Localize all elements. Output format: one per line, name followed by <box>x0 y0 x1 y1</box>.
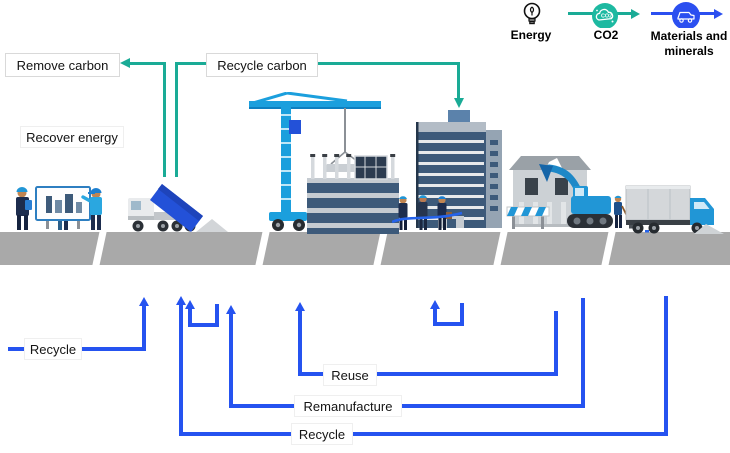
remove-carbon-label: Remove carbon <box>5 53 120 77</box>
reuse-rail <box>298 372 558 376</box>
recycle-carbon-arrowhead <box>453 98 464 108</box>
remanufacture-arrowhead <box>226 305 236 314</box>
remove-carbon-line <box>129 61 166 65</box>
haul-away-truck-illustration <box>614 185 724 234</box>
onsite-loop2-arrowhead <box>430 300 440 309</box>
onsite-loop1-riser <box>188 308 192 327</box>
demolition-scene-illustration <box>506 156 613 229</box>
materials-arrowhead <box>714 8 723 19</box>
recycle-bottom-arrowhead <box>176 296 186 305</box>
carbon-out-line <box>163 61 166 177</box>
ribbon-person <box>437 196 452 230</box>
recycle-left-label: Recycle <box>24 338 82 360</box>
safety-barrier <box>506 206 550 229</box>
reuse-arrowhead <box>295 302 305 311</box>
building-under-construction <box>307 154 399 234</box>
ground-road <box>0 232 730 265</box>
ribbon-cutting-illustration <box>392 195 463 230</box>
remanufacture-label: Remanufacture <box>294 395 402 417</box>
legend-materials-label: Materials and minerals <box>648 28 730 59</box>
remove-carbon-arrowhead <box>120 58 130 68</box>
tipping-container <box>150 184 203 232</box>
haul-truck <box>625 185 714 234</box>
gravel-pile <box>196 219 228 232</box>
ribbon-person <box>418 195 428 230</box>
onsite-loop2-rail <box>433 322 464 326</box>
co2-arrowhead <box>631 8 640 19</box>
dump-truck-icon <box>672 2 700 30</box>
recycle-left-riser <box>142 306 146 351</box>
remanufacture-source <box>581 298 585 408</box>
recycle-carbon-line-left <box>175 61 207 65</box>
planning-scene-illustration <box>16 186 102 230</box>
reuse-label: Reuse <box>323 364 377 386</box>
planner-person-right <box>81 188 102 230</box>
ceremony-ribbon <box>392 211 463 224</box>
recycle-bottom-label: Recycle <box>291 423 353 445</box>
debris-pile <box>694 224 724 234</box>
remanufacture-rail <box>229 404 585 408</box>
onsite-loop1-rail <box>188 323 219 327</box>
recycle-bottom-riser <box>179 305 183 436</box>
lightbulb-icon <box>523 2 541 25</box>
reuse-source <box>554 311 558 376</box>
co2-cloud-icon: CO2 <box>592 3 618 29</box>
planner-person-left <box>16 187 32 230</box>
onsite-loop2-drop <box>460 303 464 326</box>
recycle-bottom-rail <box>179 432 668 436</box>
onsite-loop2-riser <box>433 308 437 326</box>
recycle-bottom-source <box>664 296 668 436</box>
recycle-left-arrowhead <box>139 297 149 306</box>
onsite-loop1-drop <box>215 304 219 327</box>
recycle-carbon-label: Recycle carbon <box>206 53 318 77</box>
recover-energy-label: Recover energy <box>20 126 124 148</box>
legend-energy-label: Energy <box>507 27 555 43</box>
recycle-carbon-drop-line <box>457 61 460 99</box>
construction-site-illustration <box>249 92 399 234</box>
onsite-loop1-arrowhead <box>185 300 195 309</box>
materials-delivery-illustration <box>128 184 228 232</box>
carbon-recycle-line <box>175 61 178 177</box>
reuse-riser <box>298 311 302 376</box>
recycle-carbon-line-right <box>315 61 460 65</box>
ribbon-person <box>398 196 408 230</box>
excavator <box>539 164 613 228</box>
co2-icon-text: CO2 <box>601 14 612 20</box>
remanufacture-riser <box>229 314 233 408</box>
legend-co2-label: CO2 <box>591 28 621 43</box>
